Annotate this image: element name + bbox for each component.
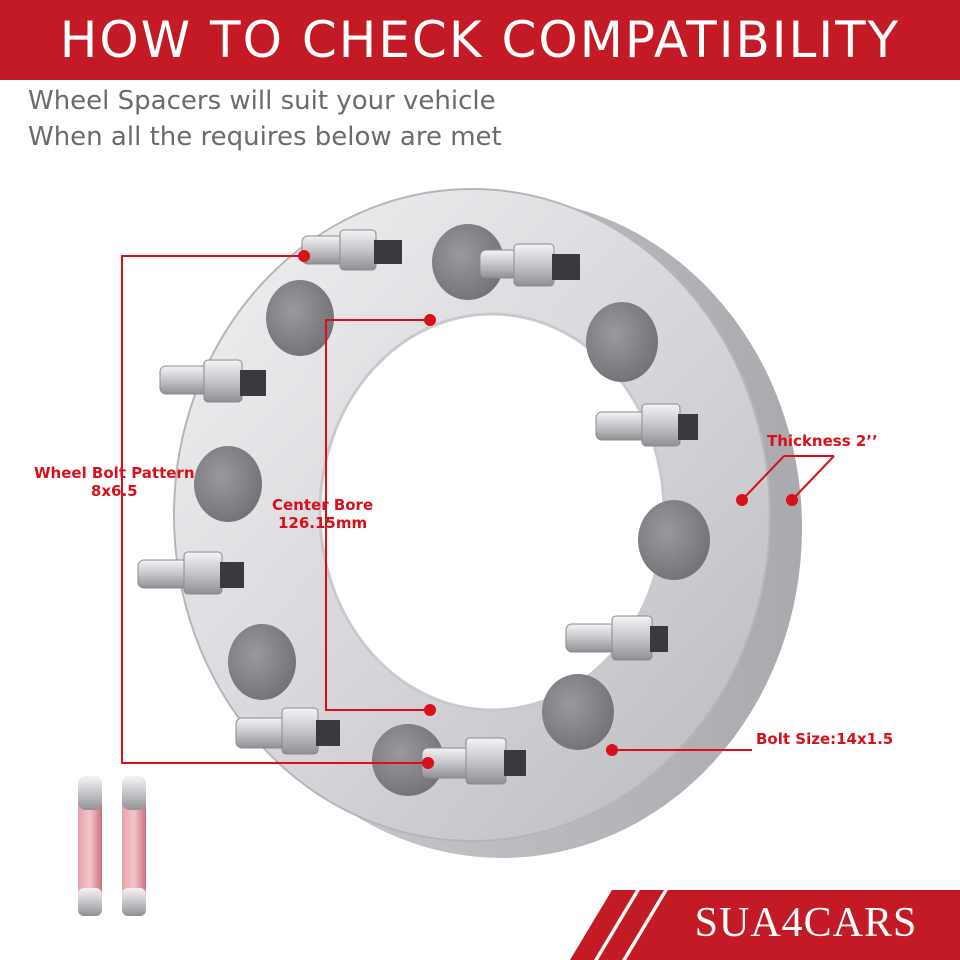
bolt-size-label: Bolt Size:14x1.5	[756, 730, 894, 748]
wheel-spacer-icon	[137, 188, 802, 858]
thickness-label: Thickness 2’’	[767, 432, 878, 450]
center-bore-title: Center Bore	[272, 496, 374, 514]
bolt-pattern-label: Wheel Bolt Pattern 8x6.5	[34, 464, 195, 500]
stud-icon	[137, 551, 244, 595]
stud-icon	[235, 707, 340, 755]
annotation-lines	[121, 255, 835, 764]
stud-icon	[595, 403, 698, 447]
center-bore-label: Center Bore 126.15mm	[272, 496, 373, 532]
stud-icon	[301, 229, 402, 271]
brand-badge	[570, 890, 960, 960]
page-title: HOW TO CHECK COMPATIBILITY	[59, 11, 901, 69]
stud-icon	[421, 737, 526, 785]
annotation-dots	[298, 250, 798, 769]
stud-icon	[159, 359, 266, 403]
center-bore-value: 126.15mm	[277, 514, 368, 532]
stud-icon	[479, 243, 580, 287]
stud-icon	[565, 615, 668, 661]
bolt-pattern-title: Wheel Bolt Pattern	[34, 464, 195, 482]
header-banner: HOW TO CHECK COMPATIBILITY	[0, 0, 960, 80]
subtitle-line-1: Wheel Spacers will suit your vehicle	[28, 86, 496, 116]
brand-logo: SUA4CARS	[694, 900, 918, 946]
wheel-studs-icon	[78, 776, 146, 916]
bolt-pattern-value: 8x6.5	[90, 482, 138, 500]
subtitle-line-2: When all the requires below are met	[28, 122, 502, 152]
